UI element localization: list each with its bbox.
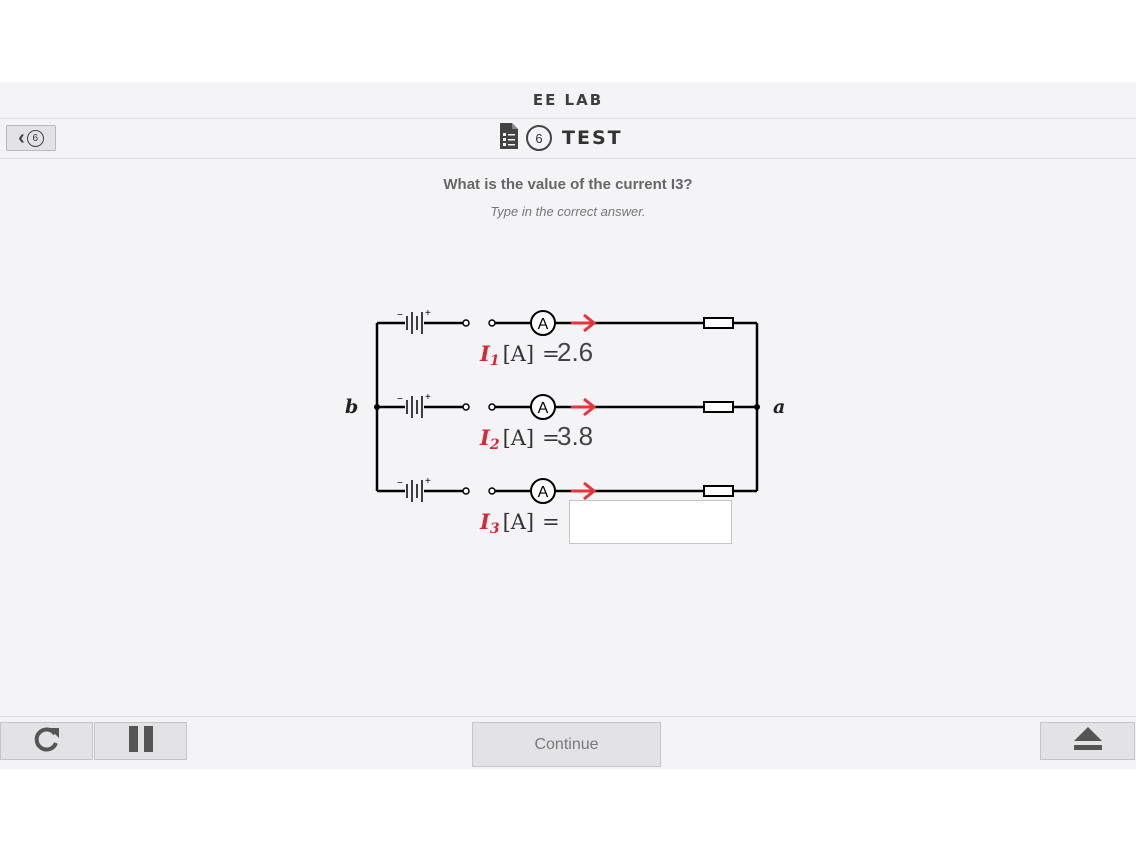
switch-terminal xyxy=(488,319,496,327)
app-window: EE LAB ‹ 6 6 TEST What is xyxy=(0,82,1136,769)
current-arrow-2 xyxy=(571,397,597,417)
current-value-2: 3.8 xyxy=(557,421,593,451)
branch-3: − + A I3[A]= xyxy=(377,476,757,537)
current-arrow-1 xyxy=(571,313,597,333)
current-arrow-3 xyxy=(571,481,597,501)
branch-1: − + A I1[A]= 2.6 xyxy=(377,308,757,369)
switch-terminal xyxy=(462,319,470,327)
back-button[interactable]: ‹ 6 xyxy=(6,125,56,151)
resistor-3 xyxy=(703,485,734,497)
page-title: TEST xyxy=(562,127,623,149)
current-label-2: I2[A]= xyxy=(479,425,560,453)
question-instruction: Type in the correct answer. xyxy=(490,204,646,219)
switch-terminal xyxy=(488,487,496,495)
header-bar: ‹ 6 6 TEST xyxy=(0,118,1136,159)
battery-3: − + xyxy=(397,476,431,502)
node-label-b: b xyxy=(345,396,358,418)
question-text: What is the value of the current I3? xyxy=(443,176,693,193)
current-label-1: I1[A]= xyxy=(479,341,560,369)
svg-text:−: − xyxy=(397,310,403,321)
svg-text:A: A xyxy=(538,316,549,333)
svg-text:−: − xyxy=(397,394,403,405)
current-value-1: 2.6 xyxy=(557,337,593,367)
battery-1: − + xyxy=(397,308,431,334)
resistor-1 xyxy=(703,317,734,329)
pause-icon xyxy=(127,725,155,758)
svg-text:A: A xyxy=(538,400,549,417)
circuit-diagram: b a − + A xyxy=(345,308,785,537)
switch-terminal xyxy=(462,403,470,411)
svg-text:+: + xyxy=(425,476,431,487)
bottom-toolbar: Continue xyxy=(0,716,1136,770)
current-label-3: I3[A]= xyxy=(479,509,560,537)
header-title-group: 6 TEST xyxy=(498,122,623,154)
svg-text:−: − xyxy=(397,478,403,489)
refresh-icon xyxy=(33,725,61,758)
node-label-a: a xyxy=(773,396,785,418)
branch-2: − + A I2[A]= 3.8 xyxy=(377,392,757,453)
switch-terminal xyxy=(488,403,496,411)
eject-icon xyxy=(1073,726,1103,757)
step-number: 6 xyxy=(526,125,552,151)
continue-button[interactable]: Continue xyxy=(472,722,661,767)
svg-text:+: + xyxy=(425,392,431,403)
test-sheet-icon xyxy=(498,122,520,155)
back-step-number: 6 xyxy=(26,129,44,147)
app-title: EE LAB xyxy=(0,82,1136,119)
pause-button[interactable] xyxy=(94,722,187,760)
svg-text:A: A xyxy=(538,484,549,501)
battery-2: − + xyxy=(397,392,431,418)
eject-button[interactable] xyxy=(1040,722,1135,760)
svg-text:+: + xyxy=(425,308,431,319)
resistor-2 xyxy=(703,401,734,413)
answer-input[interactable] xyxy=(569,500,732,544)
switch-terminal xyxy=(462,487,470,495)
chevron-left-icon: ‹ xyxy=(18,127,25,149)
refresh-button[interactable] xyxy=(0,722,93,760)
